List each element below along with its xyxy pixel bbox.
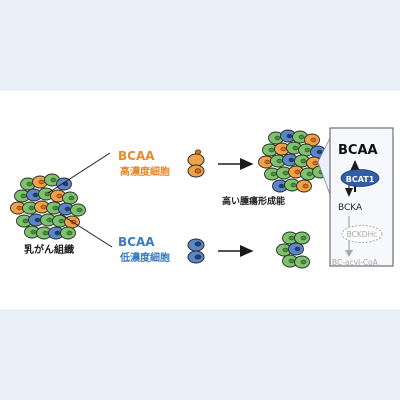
high-tumorigenic-cluster bbox=[258, 129, 328, 193]
high-bcaa-cell-pair bbox=[187, 149, 205, 178]
breast-cancer-tissue-cluster bbox=[10, 173, 86, 240]
faded-arrowhead bbox=[345, 250, 353, 257]
high-bcaa-subtitle: 高濃度細胞 bbox=[120, 165, 170, 178]
tissue-cell bbox=[60, 226, 76, 240]
low-bcaa-cell-pair bbox=[187, 238, 205, 264]
tissue-cell bbox=[14, 189, 30, 203]
bc-acyl-coa-label: BC-acyl-CoA bbox=[332, 258, 379, 267]
pathway-title: BCAA bbox=[338, 143, 378, 158]
branch-line-low bbox=[59, 213, 113, 248]
tumor-cell bbox=[284, 178, 300, 192]
tissue-cell bbox=[70, 203, 86, 217]
tissue-cell bbox=[36, 226, 52, 240]
cluster-cell bbox=[282, 254, 298, 268]
cluster-cell bbox=[294, 255, 310, 269]
branch-line-high bbox=[47, 152, 111, 194]
tumor-cell bbox=[296, 179, 312, 193]
tissue-label: 乳がん組織 bbox=[24, 243, 74, 256]
cluster-cell bbox=[282, 231, 298, 245]
tumor-cell bbox=[276, 166, 292, 180]
top-background-band bbox=[0, 0, 400, 91]
low-bcaa-title: BCAA bbox=[118, 235, 155, 249]
tumor-cell bbox=[280, 129, 296, 143]
tissue-cell bbox=[40, 213, 56, 227]
tumor-cell bbox=[274, 142, 290, 156]
tissue-cell bbox=[46, 201, 62, 215]
tissue-cell bbox=[58, 202, 74, 216]
tissue-cell bbox=[62, 191, 78, 205]
high-tumorigenicity-label: 高い腫瘍形成能 bbox=[222, 195, 285, 207]
tissue-cell bbox=[50, 189, 66, 203]
cluster-cell bbox=[294, 231, 310, 245]
tissue-cell bbox=[28, 213, 44, 227]
metabolic-pathway-box bbox=[329, 127, 394, 267]
bckdhc-enzyme bbox=[341, 225, 383, 243]
tumor-cell bbox=[304, 133, 320, 147]
bcka-label: BCKA bbox=[338, 203, 363, 213]
bcat1-enzyme bbox=[340, 169, 380, 187]
tissue-cell bbox=[32, 175, 48, 189]
tumor-cell bbox=[298, 143, 314, 157]
tissue-cell bbox=[24, 225, 40, 239]
tumor-cell bbox=[282, 153, 298, 167]
tissue-cell bbox=[10, 201, 26, 215]
cluster-cell bbox=[288, 242, 304, 256]
high-bcaa-title: BCAA bbox=[118, 149, 155, 163]
tissue-cell bbox=[38, 187, 54, 201]
low-tumorigenic-cluster bbox=[276, 231, 310, 269]
tissue-cell bbox=[34, 200, 50, 214]
low-bcaa-subtitle: 低濃度細胞 bbox=[119, 251, 170, 264]
bckdhc-label: BCKDHc bbox=[347, 230, 378, 239]
bcat1-label: BCAT1 bbox=[346, 175, 375, 184]
bottom-background-band bbox=[0, 309, 400, 400]
tumor-cell bbox=[286, 141, 302, 155]
